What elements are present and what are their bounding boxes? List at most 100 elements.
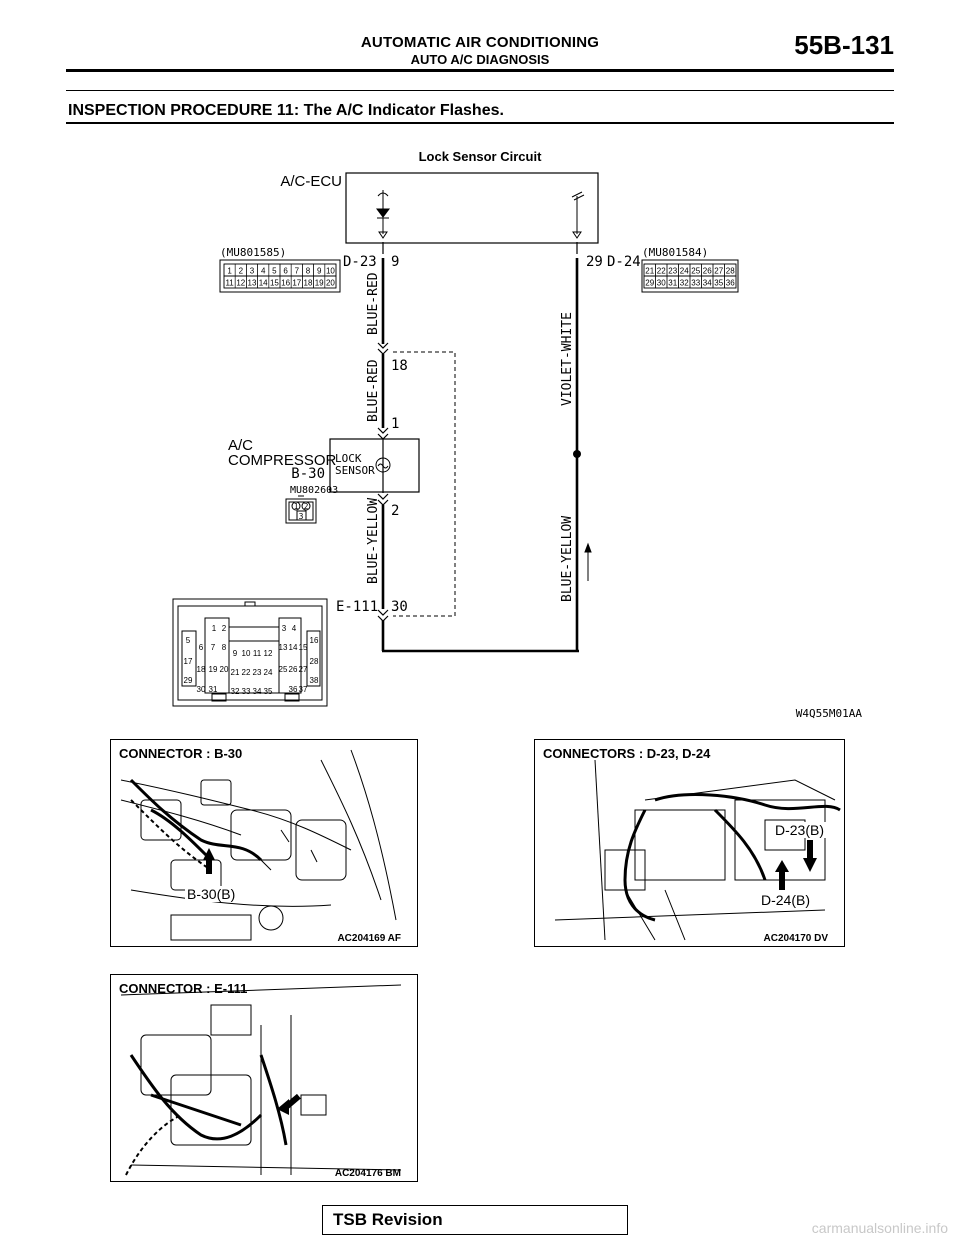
- photo-b30-code: AC204169 AF: [337, 933, 401, 944]
- pin-number: 15: [270, 279, 279, 288]
- diagram-title: Lock Sensor Circuit: [419, 149, 542, 164]
- lock-sensor-label-1: LOCK: [335, 452, 362, 465]
- b30-pin-3: 3: [299, 512, 304, 521]
- arrow-icon: [277, 1093, 301, 1115]
- ecu-internal-diode: [376, 190, 390, 239]
- e111-pin-number: 3: [282, 624, 287, 633]
- e111-pin-number: 38: [310, 676, 319, 685]
- e111-pin-number: 12: [264, 649, 273, 658]
- pin-number: 10: [326, 267, 335, 276]
- manual-title: AUTOMATIC AIR CONDITIONING: [360, 34, 600, 51]
- e111-pin-number: 9: [233, 649, 238, 658]
- pin-number: 12: [236, 279, 245, 288]
- wire-label-violet-white: VIOLET-WHITE: [560, 312, 575, 406]
- pin-29-label: 29: [586, 254, 603, 270]
- e111-pin-number: 14: [289, 643, 298, 652]
- b30-part-number: MU802603: [290, 485, 338, 496]
- section-rule: [66, 122, 894, 124]
- photo-d23-callout: D-23(B): [773, 822, 827, 838]
- e111-pin-number: 7: [211, 643, 216, 652]
- d23-part-number: (MU801585): [220, 246, 286, 259]
- e111-pin-number: 21: [231, 668, 240, 677]
- ecu-internal-ground: [571, 191, 585, 239]
- dash-harness-drawing: [120, 984, 402, 1176]
- pin-2-label: 2: [391, 503, 399, 519]
- pin-number: 17: [292, 279, 301, 288]
- e111-pin-number: 13: [279, 643, 288, 652]
- pin-number: 29: [645, 279, 654, 288]
- pin-number: 14: [259, 279, 268, 288]
- header-rule: [66, 69, 894, 72]
- e111-pin-number: 4: [292, 624, 297, 633]
- e111-pin-number: 28: [310, 657, 319, 666]
- pin-18-label: 18: [391, 358, 408, 374]
- conn-d23-label: D-23: [343, 254, 377, 270]
- pin-1-label: 1: [391, 416, 399, 432]
- e111-pin-number: 31: [209, 685, 218, 694]
- engine-bay-drawing: [120, 749, 397, 941]
- conn-e111-label: E-111: [336, 599, 378, 615]
- ecu-label: A/C-ECU: [280, 173, 342, 190]
- wire-label-blue-yellow-2: BLUE-YELLOW: [560, 516, 575, 602]
- compressor-conn-label: B-30: [291, 466, 325, 482]
- splice-dot: [573, 450, 581, 458]
- photo-connectors-d23-d24: CONNECTORS : D-23, D-24 D-23(B) D-24(B) …: [534, 739, 845, 947]
- e111-pin-number: 17: [184, 657, 193, 666]
- pin-number: 34: [703, 279, 712, 288]
- photo-connector-e111: CONNECTOR : E-111 AC204176 BM: [110, 974, 418, 1182]
- arrow-icon: [203, 848, 215, 874]
- pin-number: 32: [680, 279, 689, 288]
- pin-number: 6: [283, 267, 288, 276]
- pin-number: 33: [691, 279, 700, 288]
- pin-number: 8: [306, 267, 311, 276]
- ecu-box: [345, 172, 599, 244]
- e111-pin-number: 32: [231, 687, 240, 696]
- wire-label-blue-red-2: BLUE-RED: [366, 359, 381, 422]
- b30-connector-face: [285, 495, 317, 524]
- conn-d24-label: D-24: [607, 254, 641, 270]
- pin-number: 4: [261, 267, 266, 276]
- pin-number: 21: [645, 267, 654, 276]
- e111-pin-number: 35: [264, 687, 273, 696]
- wire-left: [377, 242, 579, 653]
- e111-pin-number: 22: [242, 668, 251, 677]
- section-title: INSPECTION PROCEDURE 11: The A/C Indicat…: [68, 102, 504, 119]
- e111-pin-number: 30: [197, 685, 206, 694]
- e111-pin-number: 10: [242, 649, 251, 658]
- d24-part-number: (MU801584): [642, 246, 708, 259]
- e111-pin-number: 8: [222, 643, 227, 652]
- wiring-diagram: Lock Sensor Circuit A/C-ECU (MU801585) 1…: [172, 149, 863, 720]
- e111-pin-number: 16: [310, 636, 319, 645]
- pin-number: 16: [281, 279, 290, 288]
- pin-number: 19: [315, 279, 324, 288]
- compressor-label-line2: COMPRESSOR: [228, 452, 337, 469]
- figure-code: W4Q55M01AA: [796, 707, 863, 720]
- direction-arrow: [584, 542, 592, 581]
- pin-cell: [724, 275, 737, 289]
- e111-pin-number: 15: [299, 643, 308, 652]
- pin-number: 1: [227, 267, 232, 276]
- tsb-revision-box: TSB Revision: [322, 1205, 628, 1235]
- pin-number: 26: [703, 267, 712, 276]
- e111-pin-number: 26: [289, 665, 298, 674]
- e111-pin-number: 34: [253, 687, 262, 696]
- photo-d24-callout: D-24(B): [759, 892, 813, 908]
- pin-number: 25: [691, 267, 700, 276]
- wire-label-blue-yellow-1: BLUE-YELLOW: [366, 498, 381, 584]
- pin-number: 18: [304, 279, 313, 288]
- pin-number: 20: [326, 279, 335, 288]
- e111-connector-face: [172, 598, 328, 707]
- watermark: carmanualsonline.info: [811, 1220, 948, 1236]
- e111-pin-number: 19: [209, 665, 218, 674]
- e111-pin-number: 2: [222, 624, 227, 633]
- lock-sensor-label-2: SENSOR: [335, 464, 375, 477]
- pin-number: 27: [714, 267, 723, 276]
- pin-number: 9: [317, 267, 322, 276]
- photo-d23-d24-code: AC204170 DV: [763, 933, 828, 944]
- e111-pin-number: 27: [299, 665, 308, 674]
- pin-number: 30: [657, 279, 666, 288]
- b30-pin-2: 2: [304, 502, 309, 511]
- e111-pin-number: 23: [253, 668, 262, 677]
- e111-pin-number: 1: [212, 624, 217, 633]
